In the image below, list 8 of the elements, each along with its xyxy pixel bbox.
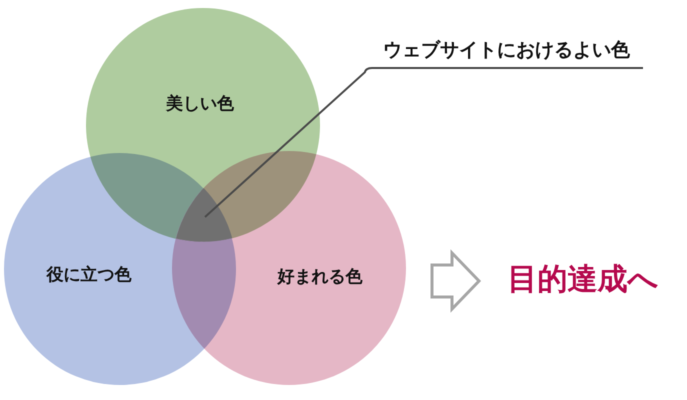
goal-label: 目的達成へ: [500, 258, 666, 302]
block-arrow: [430, 249, 482, 313]
callout-label: ウェブサイトにおけるよい色: [370, 32, 643, 68]
overlap-region: [176, 188, 232, 242]
circle-label: 美しい色: [166, 94, 234, 114]
leader-line: [204, 67, 643, 218]
circle-label: 役に立つ色: [46, 265, 132, 285]
circle-label: 好まれる色: [278, 267, 362, 287]
